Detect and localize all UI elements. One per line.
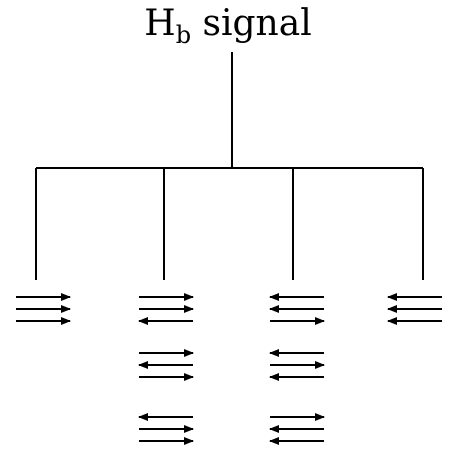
title-rest: signal xyxy=(191,3,312,44)
config-2-2 xyxy=(138,349,194,381)
title-main: H xyxy=(144,3,176,44)
config-2-1 xyxy=(138,293,194,325)
diagram-title: Hb signal xyxy=(0,0,456,49)
title-subscript: b xyxy=(175,21,192,49)
spin-configurations xyxy=(16,293,442,445)
config-3-3 xyxy=(269,413,325,445)
config-3-2 xyxy=(269,349,325,381)
config-2-3 xyxy=(138,413,194,445)
config-1-1 xyxy=(16,293,71,325)
config-4-1 xyxy=(387,293,442,325)
config-3-1 xyxy=(269,293,325,325)
